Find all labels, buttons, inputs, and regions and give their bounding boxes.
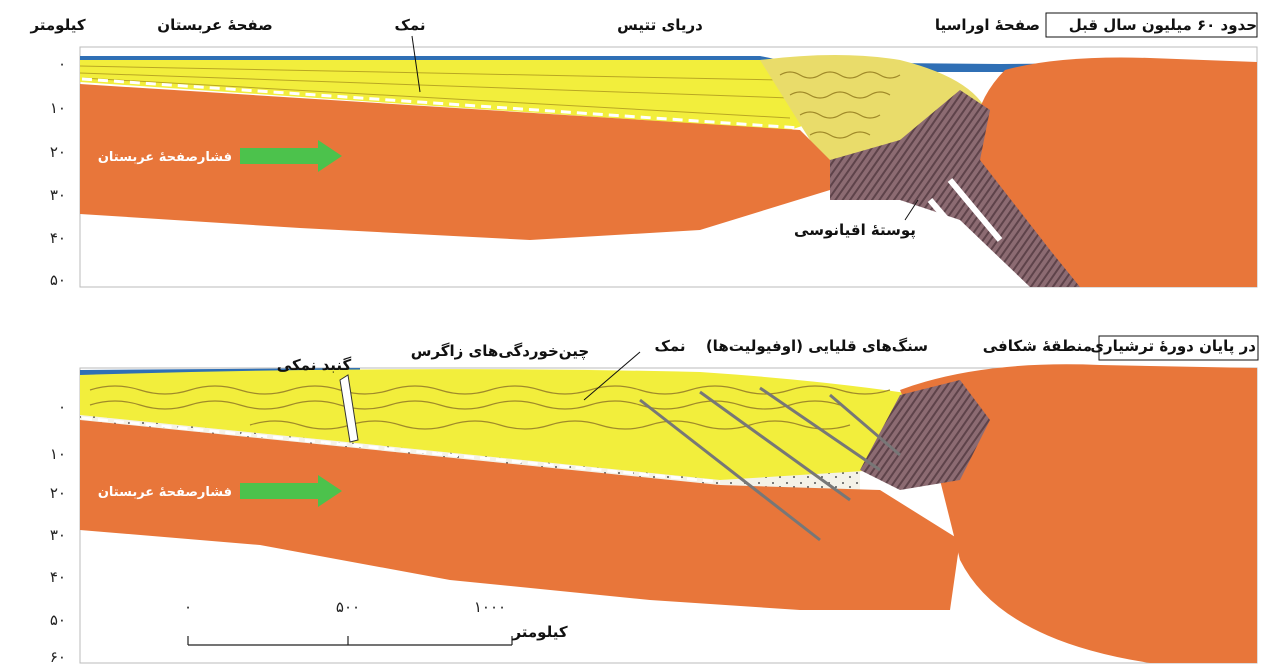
svg-text:۳۰: ۳۰: [50, 526, 66, 544]
svg-text:۲۰: ۲۰: [50, 484, 66, 502]
scale-tick-0: ۰: [184, 598, 192, 616]
svg-text:۴۰: ۴۰: [50, 568, 66, 586]
svg-text:۰: ۰: [58, 55, 66, 73]
ophiolites-label: سنگ‌های قلیایی (اوفیولیت‌ها): [706, 337, 928, 355]
scale-tick-1000: ۱۰۰۰: [474, 598, 506, 616]
eurasian-plate-label: صفحهٔ اوراسیا: [935, 16, 1040, 34]
tethys-sea-label: دریای تتیس: [617, 16, 703, 34]
unit-label-top: کیلومتر: [29, 16, 85, 34]
bottom-time-label: در پایان دورهٔ ترشیاری: [1090, 337, 1256, 356]
top-panel: حدود ۶۰ میلیون سال قبل صفحهٔ اوراسیا دری…: [29, 13, 1257, 289]
zagros-folds-label: چین‌خوردگی‌های زاگرس: [411, 342, 589, 361]
svg-text:۱۰: ۱۰: [50, 99, 66, 117]
top-time-label: حدود ۶۰ میلیون سال قبل: [1069, 16, 1257, 34]
bottom-panel: در پایان دورهٔ ترشیاری منطقهٔ شکافی سنگ‌…: [50, 336, 1258, 666]
svg-text:۵۰: ۵۰: [50, 271, 66, 289]
salt-label-bottom: نمک: [654, 337, 685, 355]
svg-text:۵۰: ۵۰: [50, 611, 66, 629]
svg-text:۳۰: ۳۰: [50, 186, 66, 204]
pressure-label-top: فشارصفحهٔ عربستان: [98, 150, 232, 165]
svg-text:۴۰: ۴۰: [50, 229, 66, 247]
depth-axis-top: ۰ ۱۰ ۲۰ ۳۰ ۴۰ ۵۰: [50, 55, 66, 289]
svg-text:۰: ۰: [58, 398, 66, 416]
depth-axis-bottom: ۰ ۱۰ ۲۰ ۳۰ ۴۰ ۵۰ ۶۰: [50, 398, 66, 666]
svg-text:۶۰: ۶۰: [50, 648, 66, 666]
salt-dome-label: گنبد نمکی: [277, 356, 352, 374]
scale-unit-label: کیلومتر: [511, 623, 567, 641]
svg-text:۱۰: ۱۰: [50, 445, 66, 463]
pressure-label-bottom: فشارصفحهٔ عربستان: [98, 485, 232, 500]
rift-zone-label: منطقهٔ شکافی: [983, 337, 1092, 355]
scale-tick-500: ۵۰۰: [336, 598, 360, 616]
salt-label-top: نمک: [394, 16, 425, 34]
svg-text:۲۰: ۲۰: [50, 143, 66, 161]
arabian-plate-label: صفحهٔ عربستان: [157, 16, 272, 34]
oceanic-crust-label: پوستهٔ اقیانوسی: [794, 221, 916, 240]
